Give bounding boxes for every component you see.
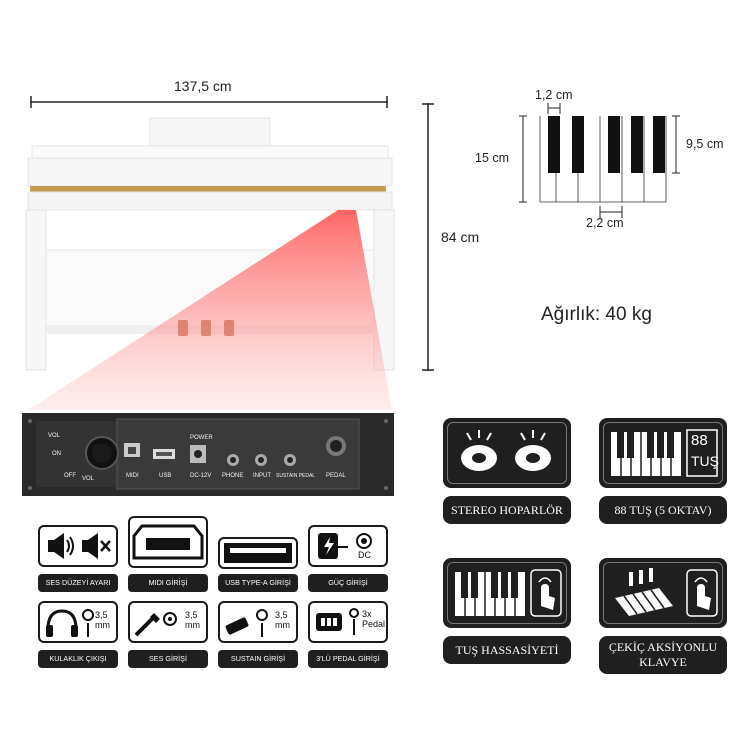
keys-diagram xyxy=(518,100,688,220)
keys-88-card: 88 TUŞ 88 TUŞ (5 OKTAV) xyxy=(599,418,729,530)
white-key-width-label: 1,2 cm xyxy=(535,88,573,102)
width-label: 137,5 cm xyxy=(174,78,232,94)
audio-input-caption: SES GİRİŞİ xyxy=(128,650,208,668)
panel-midi: MIDI xyxy=(126,473,139,479)
sustain-caption: SUSTAIN GİRİŞİ xyxy=(218,650,298,668)
panel-sustain: SUSTAIN PEDAL xyxy=(276,473,316,479)
sustain-pedal-icon xyxy=(225,609,268,637)
power-plug-icon xyxy=(318,533,372,559)
audio-input-label: 3,5 mm xyxy=(185,610,200,630)
midi-caption: MIDI GİRİŞİ xyxy=(128,574,208,592)
speaker-volume-icon xyxy=(48,533,111,559)
connection-panel: VOL ON OFF VOL MIDI USB POWER DC-12V PHO… xyxy=(22,413,394,496)
keys-badge-text: TUŞ xyxy=(691,453,719,469)
midi-card: MIDI GİRİŞİ xyxy=(128,516,208,593)
power-card: DC GÜÇ GİRİŞİ xyxy=(308,525,388,593)
headphone-caption: KULAKLIK ÇIKIŞI xyxy=(38,650,118,668)
audio-jack-icon xyxy=(134,612,177,637)
panel-power: POWER xyxy=(190,435,213,441)
triple-pedal-icon xyxy=(316,608,359,635)
keys-badge-number: 88 xyxy=(691,432,708,449)
panel-input: INPUT xyxy=(253,473,271,479)
keys-88-caption: 88 TUŞ (5 OKTAV) xyxy=(599,496,727,524)
panel-vol-on: ON xyxy=(52,451,61,457)
hammer-action-icon xyxy=(615,568,718,617)
hammer-action-card: ÇEKİÇ AKSİYONLU KLAVYE xyxy=(599,558,729,674)
triple-pedal-card: 3x Pedal 3'LÜ PEDAL GİRİŞİ xyxy=(308,601,388,669)
panel-phone: PHONE xyxy=(222,473,244,479)
touch-sensitivity-icon xyxy=(455,569,562,617)
panel-pedal: PEDAL xyxy=(326,473,346,479)
hammer-action-caption: ÇEKİÇ AKSİYONLU KLAVYE xyxy=(599,636,727,674)
width-dimension xyxy=(30,95,388,108)
weight-label: Ağırlık: 40 kg xyxy=(541,304,652,325)
piano-image xyxy=(18,110,418,420)
sustain-card: 3,5 mm SUSTAIN GİRİŞİ xyxy=(218,601,298,669)
headphone-label: 3,5 mm xyxy=(95,610,110,630)
audio-input-card: 3,5 mm SES GİRİŞİ xyxy=(128,601,208,669)
triple-pedal-caption: 3'LÜ PEDAL GİRİŞİ xyxy=(308,650,388,668)
usb-card: USB TYPE-A GİRİŞİ xyxy=(218,537,298,593)
usb-port-icon xyxy=(224,543,292,563)
panel-vol-top: VOL xyxy=(48,433,61,439)
touch-sensitivity-caption: TUŞ HASSASİYETİ xyxy=(443,636,571,664)
sustain-label: 3,5 mm xyxy=(275,610,290,630)
key-pitch-label: 2,2 cm xyxy=(586,216,624,230)
key-length-label: 15 cm xyxy=(475,151,510,165)
keyboard-icon xyxy=(611,429,718,477)
panel-vol-bottom: VOL xyxy=(82,476,95,482)
height-label: 84 cm xyxy=(441,229,480,245)
panel-dc: DC-12V xyxy=(190,473,212,479)
speakers-icon xyxy=(461,430,551,471)
panel-vol-off: OFF xyxy=(64,473,76,479)
width-arrow xyxy=(30,96,388,108)
panel-usb: USB xyxy=(159,473,172,479)
height-arrow xyxy=(422,103,434,371)
midi-port-icon xyxy=(132,524,204,560)
headphone-icon xyxy=(46,609,94,637)
usb-caption: USB TYPE-A GİRİŞİ xyxy=(218,574,298,592)
power-caption: GÜÇ GİRİŞİ xyxy=(308,574,388,592)
volume-card: SES DÜZEYİ AYARI xyxy=(38,525,118,593)
volume-caption: SES DÜZEYİ AYARI xyxy=(38,574,118,592)
height-dimension xyxy=(422,103,434,371)
triple-pedal-label: 3x Pedal xyxy=(362,609,386,629)
stereo-speaker-card: STEREO HOPARLÖR xyxy=(443,418,573,530)
power-label: DC xyxy=(358,550,371,560)
touch-sensitivity-card: TUŞ HASSASİYETİ xyxy=(443,558,573,670)
black-key-length-label: 9,5 cm xyxy=(686,137,724,151)
headphone-card: 3,5 mm KULAKLIK ÇIKIŞI xyxy=(38,601,118,669)
stereo-speaker-caption: STEREO HOPARLÖR xyxy=(443,496,571,524)
